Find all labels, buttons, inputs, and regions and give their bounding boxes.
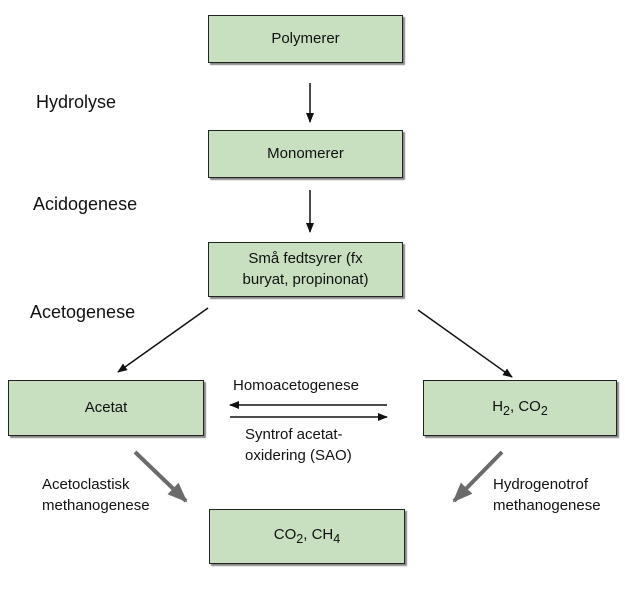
node-acetate: Acetat <box>8 380 204 436</box>
label-homoacetogenesis: Homoacetogenese <box>233 377 359 394</box>
node-fatty-acids: Små fedtsyrer (fx buryat, propinonat) <box>208 242 403 297</box>
arrow-to-h2 <box>417 309 513 378</box>
label-sao: Syntrof acetat-oxidering (SAO) <box>245 426 352 464</box>
node-label: Acetat <box>84 398 128 416</box>
arrow-hydrogenotrophic <box>452 450 504 503</box>
arrow-acetoclastic <box>133 450 188 503</box>
stage-acidogenesis: Acidogenese <box>33 194 138 214</box>
stage-acetogenesis: Acetogenese <box>30 302 136 322</box>
node-monomers: Monomerer <box>208 130 403 178</box>
node-label: H2, CO2 <box>492 397 548 418</box>
stage-hydrolysis: Hydrolyse <box>36 92 117 112</box>
arrow-to-acetate <box>117 307 209 373</box>
node-label: buryat, propinonat) <box>242 270 369 288</box>
node-co2-ch4: CO2, CH4 <box>209 509 405 564</box>
node-h2-co2: H2, CO2 <box>423 380 617 436</box>
node-label: Monomerer <box>267 144 344 162</box>
node-label: Små fedtsyrer (fx <box>248 250 363 268</box>
node-polymers: Polymerer <box>208 15 403 63</box>
node-label: CO2, CH4 <box>273 526 341 547</box>
node-label: Polymerer <box>271 29 340 47</box>
